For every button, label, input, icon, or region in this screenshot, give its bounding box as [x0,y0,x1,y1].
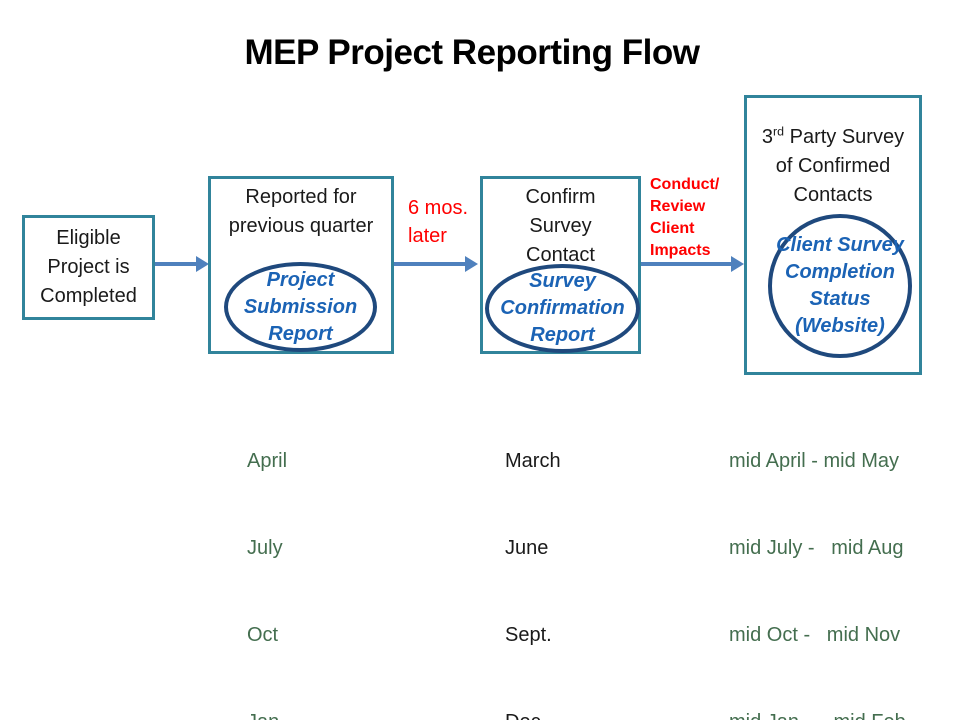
conduct-review-line: Conduct/ [650,176,720,193]
eligible-project-box: Eligible Project is Completed [22,215,155,320]
submission-months-list: April July Oct Jan [247,389,287,720]
oval-text-line: (Website) [795,315,885,337]
eligible-project-line: Project is [47,256,130,278]
third-party-rest: Party Survey [784,126,905,148]
six-months-later-line: 6 mos. [408,197,469,219]
month-item: Sept. [505,624,552,646]
confirm-survey-line: Confirm [525,186,596,208]
survey-window-item: mid Oct - mid Nov [729,624,901,646]
survey-window-list: mid April - mid May mid July - mid Aug m… [729,389,906,720]
conduct-review-line: Client [650,220,695,237]
oval-text-line: Client Survey [776,234,904,256]
oval-text-line: Report [530,324,595,346]
oval-text-line: Survey [529,270,596,292]
flow-arrow-right-icon [394,256,478,272]
survey-confirmation-report-oval: Survey Confirmation Report [485,264,640,353]
conduct-review-line: Impacts [650,242,711,259]
flow-arrow-right-icon [641,256,744,272]
confirm-survey-line: Contact [526,244,595,266]
oval-text-line: Project [266,268,335,291]
oval-text-line: Report [268,322,333,345]
page-title: MEP Project Reporting Flow [244,33,700,72]
reported-quarter-line: previous quarter [228,215,374,237]
oval-text-line: Completion [785,261,895,283]
third-party-line: 3rd Party Survey [762,123,904,152]
six-months-later-line: later [408,225,447,247]
conduct-review-label: Conduct/ Review Client Impacts [650,174,719,262]
survey-window-item: mid April - mid May [729,450,900,472]
flow-arrow-right-icon [155,256,209,272]
month-item: April [247,450,288,472]
oval-text-line: Submission [243,295,358,318]
confirmation-months-list: March June Sept. Dec. [505,389,561,720]
project-submission-report-oval: Project Submission Report [224,262,377,352]
confirm-survey-line: Survey [529,215,592,237]
client-survey-status-circle: Client Survey Completion Status (Website… [768,214,912,358]
month-item: July [247,537,283,559]
reported-quarter-line: Reported for [245,186,357,208]
eligible-project-line: Eligible [56,227,121,249]
third-party-num: 3 [761,126,774,148]
month-item: Dec. [505,708,561,720]
oval-text-line: Status [809,288,871,310]
eligible-project-line: Completed [40,285,137,307]
third-party-line: Contacts [793,184,873,206]
month-item: Oct [247,624,279,646]
third-party-line: of Confirmed [775,155,891,177]
survey-window-item: mid July - mid Aug [729,537,904,559]
survey-window-item: mid Jan - mid Feb [729,708,906,720]
month-item: Jan [247,708,287,720]
six-months-later-label: 6 mos. later [408,194,468,250]
ordinal-suffix: rd [773,124,785,139]
month-item: March [505,450,561,472]
month-item: June [505,537,549,559]
oval-text-line: Confirmation [500,297,625,319]
conduct-review-line: Review [650,198,706,215]
